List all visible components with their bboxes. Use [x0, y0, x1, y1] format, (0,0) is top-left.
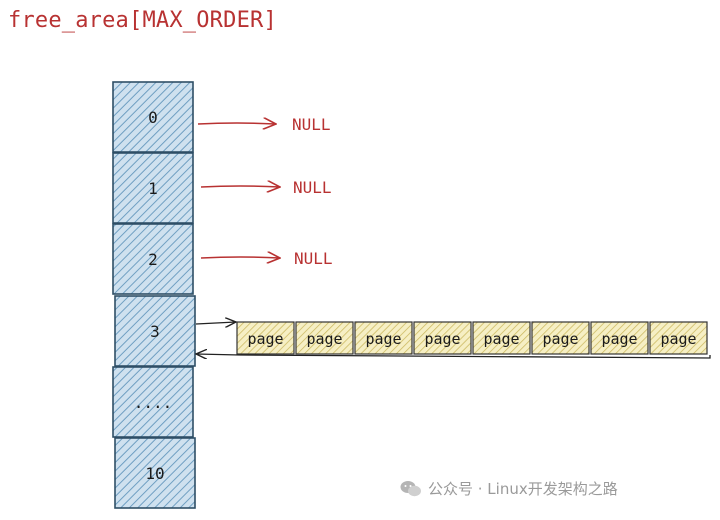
page-box [413, 321, 472, 355]
page-block-1: page [295, 321, 354, 355]
page-label: page [306, 330, 342, 348]
page-block-2: page [354, 321, 413, 355]
null-arrow [200, 257, 280, 258]
page-label: page [424, 330, 460, 348]
free-area-cell-4: .... [112, 366, 194, 438]
cell-label: 2 [148, 250, 158, 269]
cell-label: .... [134, 393, 173, 412]
null-pointer-0: NULL [197, 115, 331, 134]
null-pointer-1: NULL [200, 178, 332, 197]
cell-box [114, 295, 196, 367]
cell-label: 10 [145, 464, 164, 483]
page-box [354, 321, 413, 355]
watermark-text: 公众号 · Linux开发架构之路 [428, 480, 618, 498]
page-label: page [660, 330, 696, 348]
page-box [649, 321, 708, 355]
page-box [531, 321, 590, 355]
page-block-3: page [413, 321, 472, 355]
cell-box [112, 223, 194, 295]
page-block-7: page [649, 321, 708, 355]
cell-box [112, 366, 194, 438]
null-label: NULL [292, 115, 331, 134]
cell-label: 0 [148, 108, 158, 127]
list-tail-prev-arrow [196, 354, 711, 358]
free-area-cell-1: 1 [112, 152, 194, 224]
page-block-0: page [236, 321, 295, 355]
null-pointer-2: NULL [200, 249, 333, 268]
page-box [590, 321, 649, 355]
page-label: page [542, 330, 578, 348]
cell-box [112, 81, 194, 153]
page-label: page [365, 330, 401, 348]
cell-label: 1 [148, 179, 158, 198]
page-label: page [247, 330, 283, 348]
null-arrow [197, 123, 276, 124]
list-head-next-arrow [195, 322, 236, 324]
cell-label: 3 [150, 322, 160, 341]
free-area-cell-3: 3 [114, 295, 196, 367]
page-box [295, 321, 354, 355]
free-area-cell-2: 2 [112, 223, 194, 295]
page-block-6: page [590, 321, 649, 355]
wechat-icon [400, 480, 422, 498]
watermark: 公众号 · Linux开发架构之路 [400, 478, 618, 499]
page-box [472, 321, 531, 355]
page-label: page [483, 330, 519, 348]
free-area-cell-0: 0 [112, 81, 194, 153]
page-block-4: page [472, 321, 531, 355]
cell-box [114, 437, 196, 509]
page-block-5: page [531, 321, 590, 355]
diagram-title: free_area[MAX_ORDER] [8, 8, 277, 33]
null-label: NULL [294, 249, 333, 268]
null-arrow [200, 186, 280, 187]
null-label: NULL [293, 178, 332, 197]
cell-box [112, 152, 194, 224]
free-area-cell-5: 10 [114, 437, 196, 509]
page-box [236, 321, 295, 355]
page-label: page [601, 330, 637, 348]
